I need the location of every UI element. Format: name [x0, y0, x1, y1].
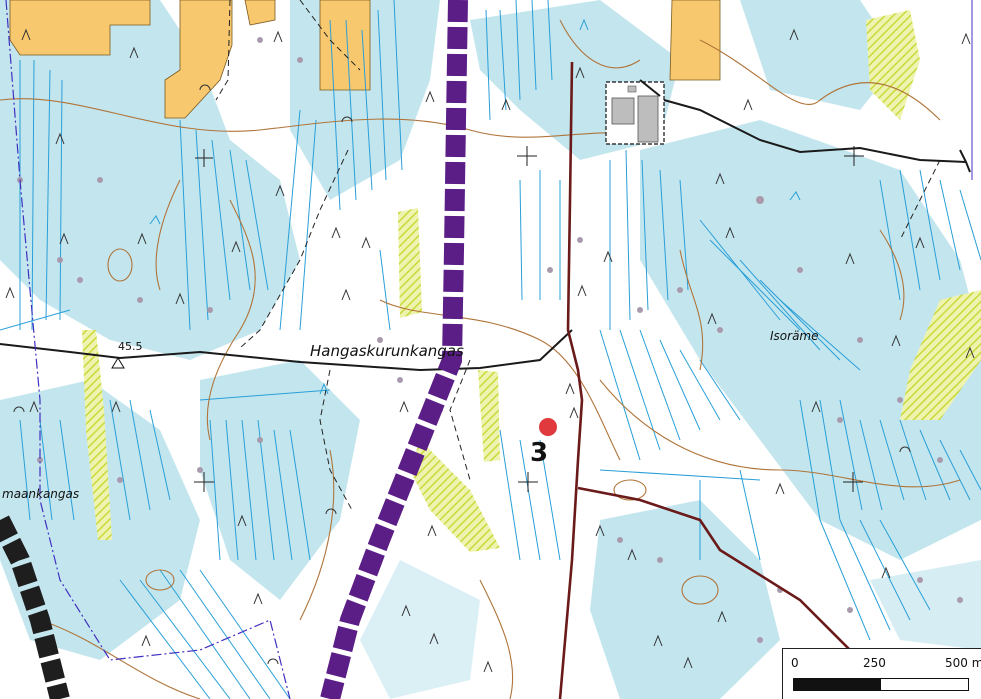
elevation-triangle-icon [111, 357, 125, 369]
boundary-line [5, 0, 291, 699]
rock-dots [17, 37, 963, 643]
terrain-symbols [13, 84, 911, 665]
footpaths [215, 0, 941, 511]
place-label-maankangas: maankangas [2, 487, 79, 501]
flow-arrows [149, 18, 801, 395]
marker-number-label: 3 [530, 438, 548, 468]
forest-symbols [5, 28, 975, 673]
contours [0, 19, 961, 699]
location-marker-icon[interactable] [539, 418, 557, 436]
minor-roads [0, 79, 971, 372]
scale-tick-500: 500 m [945, 656, 981, 670]
place-label-isorame: Isoräme [770, 329, 819, 343]
scale-bar-graphic [793, 678, 969, 691]
elevation-label: 45.5 [118, 340, 143, 353]
scale-bar-segment-white [881, 679, 968, 690]
fields [9, 0, 721, 119]
scale-bar: 0 250 500 m [782, 648, 981, 699]
place-label-hangaskurunkangas: Hangaskurunkangas [310, 342, 464, 360]
scale-tick-0: 0 [791, 656, 799, 670]
power-line-black [0, 515, 70, 699]
grid-crosses [194, 146, 864, 492]
meadows [82, 10, 981, 552]
power-line-purple [320, 0, 468, 699]
scale-tick-250: 250 [863, 656, 886, 670]
scale-bar-segment-black [794, 679, 881, 690]
